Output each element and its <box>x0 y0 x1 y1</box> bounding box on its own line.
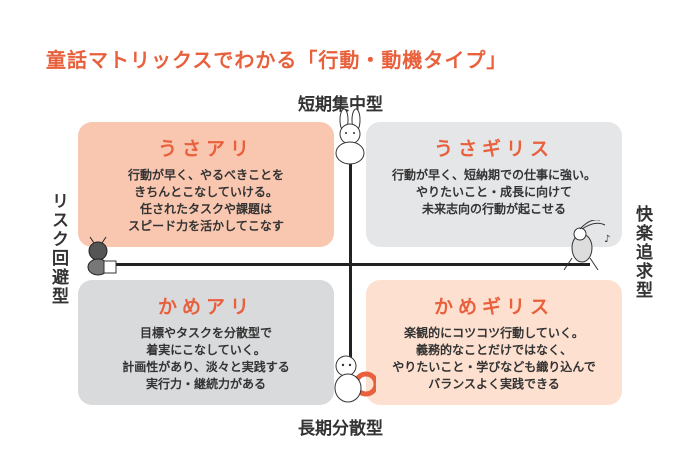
svg-text:♪: ♪ <box>604 234 610 245</box>
axis-label-right: 快楽追求型 <box>632 205 652 300</box>
desc-line: 行動が早く、短納期での仕事に強い。 <box>391 168 596 182</box>
turtle-icon <box>334 355 376 403</box>
quadrant-usa-girisu: うさギリス 行動が早く、短納期での仕事に強い。やりたいこと・成長に向けて未来志向… <box>366 122 622 247</box>
desc-line: やりたいこと・成長に向けて <box>415 185 572 199</box>
rabbit-icon <box>335 108 365 165</box>
desc-line: 任されたタスクや課題は <box>139 202 272 216</box>
desc-line: 行動が早く、やるべきことを <box>127 168 284 182</box>
desc-line: 未来志向の行動が起こせる <box>421 202 566 216</box>
page-title: 童話マトリックスでわかる「行動・動機タイプ」 <box>46 48 508 72</box>
quadrant-kame-ari: かめアリ 目標やタスクを分散型で着実にこなしていく。計画性があり、淡々と実践する… <box>78 280 334 405</box>
desc-line: 目標やタスクを分散型で <box>139 326 272 340</box>
desc-line: やりたいこと・学びなども織り込んで <box>392 360 596 374</box>
quadrant-title: うさアリ <box>157 138 254 160</box>
quadrant-title: かめアリ <box>157 296 254 318</box>
desc-line: 実行力・継続力がある <box>145 377 266 391</box>
ant-icon <box>87 236 117 276</box>
quadrant-usa-ari: うさアリ 行動が早く、やるべきことをきちんとこなしていける。任されたタスクや課題… <box>78 122 334 247</box>
quadrant-kame-girisu: かめギリス 楽観的にコツコツ行動していく。義務的なことだけではなく、やりたいこと… <box>366 280 622 405</box>
grasshopper-icon: ♪ <box>563 220 610 271</box>
horizontal-axis <box>95 263 590 266</box>
axis-label-top: 短期集中型 <box>298 95 383 115</box>
axis-label-left: リスク回避型 <box>48 192 68 306</box>
desc-line: 着実にこなしていく。 <box>146 343 266 357</box>
vertical-axis <box>349 140 352 402</box>
quadrant-title: かめギリス <box>433 296 554 318</box>
desc-line: 計画性があり、淡々と実践する <box>122 360 290 374</box>
desc-line: バランスよく実践できる <box>428 377 560 391</box>
desc-line: 義務的なことだけではなく、 <box>415 343 572 357</box>
quadrant-title: うさギリス <box>433 138 554 160</box>
desc-line: きちんとこなしていける。 <box>134 185 278 199</box>
desc-line: スピード力を活かしてこなす <box>128 219 284 233</box>
axis-label-bottom: 長期分散型 <box>298 419 383 439</box>
desc-line: 楽観的にコツコツ行動していく。 <box>404 326 584 340</box>
